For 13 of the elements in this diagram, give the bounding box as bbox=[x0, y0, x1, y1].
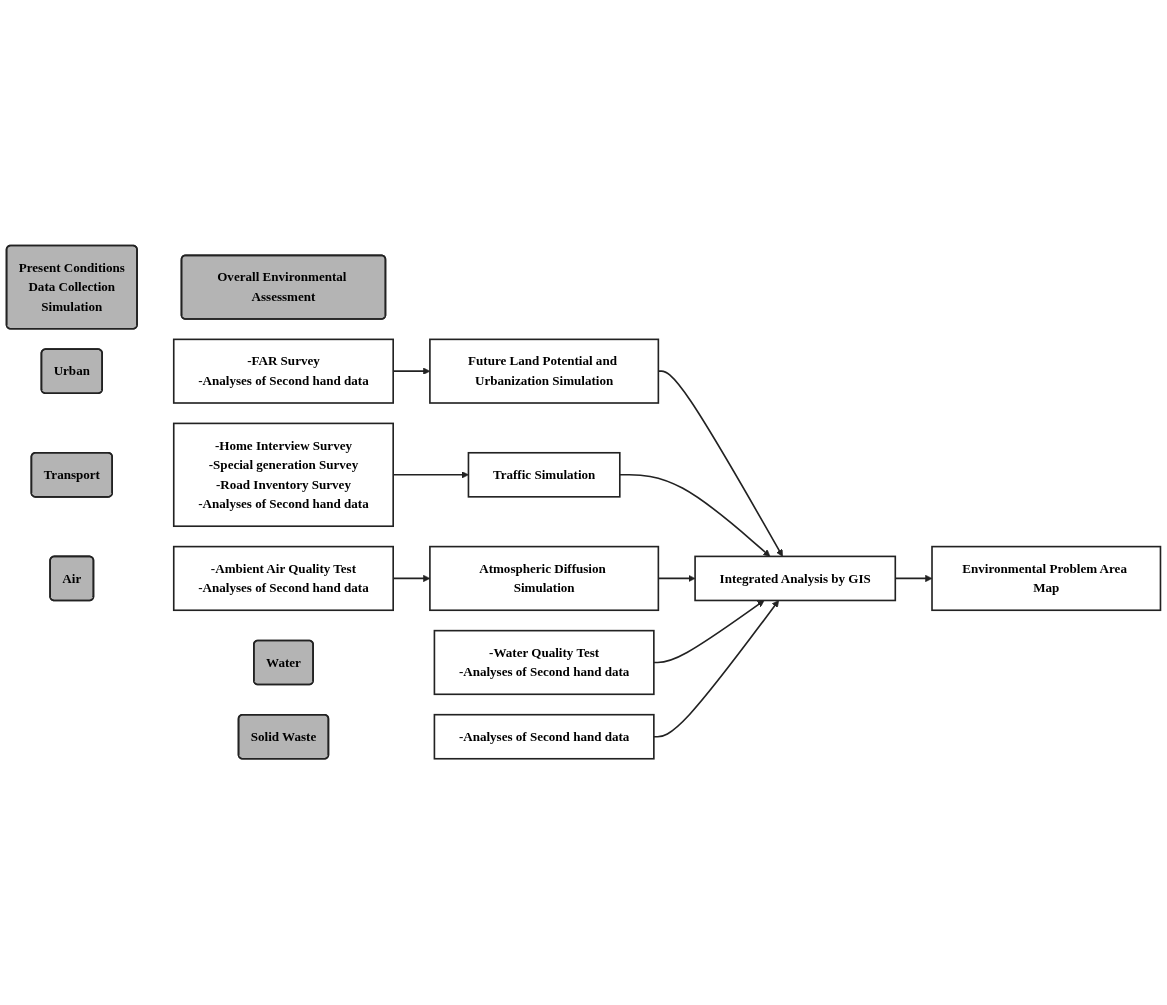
node-box: Traffic Simulation bbox=[467, 452, 621, 498]
arrow bbox=[619, 474, 771, 558]
node-box: -Water Quality Test -Analyses of Second hand data bbox=[433, 630, 655, 696]
node-box: Atmospheric Diffusion Simulation bbox=[429, 546, 660, 612]
node-box: -Home Interview Survey -Special generation Survey -Road Inventory Survey -Analyses of Second hand data bbox=[172, 422, 394, 528]
arrow bbox=[653, 600, 765, 664]
node-box: -Ambient Air Quality Test -Analyses of Second hand data bbox=[172, 546, 394, 612]
node-box: Integrated Analysis by GIS bbox=[694, 555, 897, 602]
node-box: Environmental Problem Area Map bbox=[931, 546, 1162, 612]
node-box: -FAR Survey -Analyses of Second hand data bbox=[172, 338, 394, 405]
arrow bbox=[653, 600, 779, 738]
node-box: Future Land Potential and Urbanization Simulation bbox=[429, 338, 660, 405]
node-box: -Analyses of Second hand data bbox=[433, 714, 655, 760]
